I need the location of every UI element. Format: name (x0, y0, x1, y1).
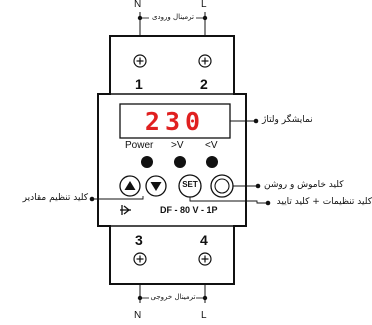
down-button[interactable] (145, 175, 167, 197)
top-right-dot (202, 15, 208, 21)
device-body (97, 35, 247, 285)
set-button-label: SET (182, 180, 198, 189)
voltage-reading: 230 (144, 106, 206, 136)
settings-key-callout: کلید تنظیمات + کلید تایید (276, 197, 372, 207)
power-indicator-label: Power (125, 140, 154, 151)
over-voltage-indicator (174, 156, 186, 168)
under-voltage-label: <V (205, 140, 218, 151)
terminal-2-screw (198, 54, 212, 68)
power-indicator (141, 156, 153, 168)
bottom-left-dot (137, 295, 143, 301)
terminal-1-screw (133, 54, 147, 68)
adjust-leader (92, 196, 144, 200)
input-terminal-label: ترمینال ورودی (152, 13, 194, 21)
bottom-neutral-label: N (134, 310, 142, 321)
terminal-4-number: 4 (200, 232, 208, 248)
power-button[interactable] (210, 174, 234, 198)
up-button[interactable] (119, 175, 141, 197)
output-terminal-label: ترمینال خروجی (150, 293, 196, 301)
terminal-2-number: 2 (200, 76, 208, 92)
bottom-line-label: L (201, 310, 207, 321)
model-text: DF - 80 V - 1P (160, 205, 218, 215)
down-arrow-icon (150, 182, 162, 191)
adjust-keys-callout: کلید تنظیم مقادیر (22, 193, 88, 203)
terminal-3-number: 3 (135, 232, 143, 248)
under-voltage-indicator (206, 156, 218, 168)
terminal-4-screw (198, 252, 212, 266)
voltage-display-callout: نمایشگر ولتاژ (262, 115, 313, 125)
top-left-dot (137, 15, 143, 21)
over-voltage-label: >V (171, 140, 184, 151)
power-key-callout: کلید خاموش و روشن (264, 180, 344, 190)
up-arrow-icon (124, 181, 136, 190)
terminal-3-screw (133, 252, 147, 266)
bottom-right-dot (202, 295, 208, 301)
relay-contact-icon (120, 205, 131, 215)
settings-leader (189, 197, 268, 204)
top-line-label: L (201, 0, 207, 10)
top-neutral-label: N (134, 0, 142, 10)
terminal-1-number: 1 (135, 76, 143, 92)
